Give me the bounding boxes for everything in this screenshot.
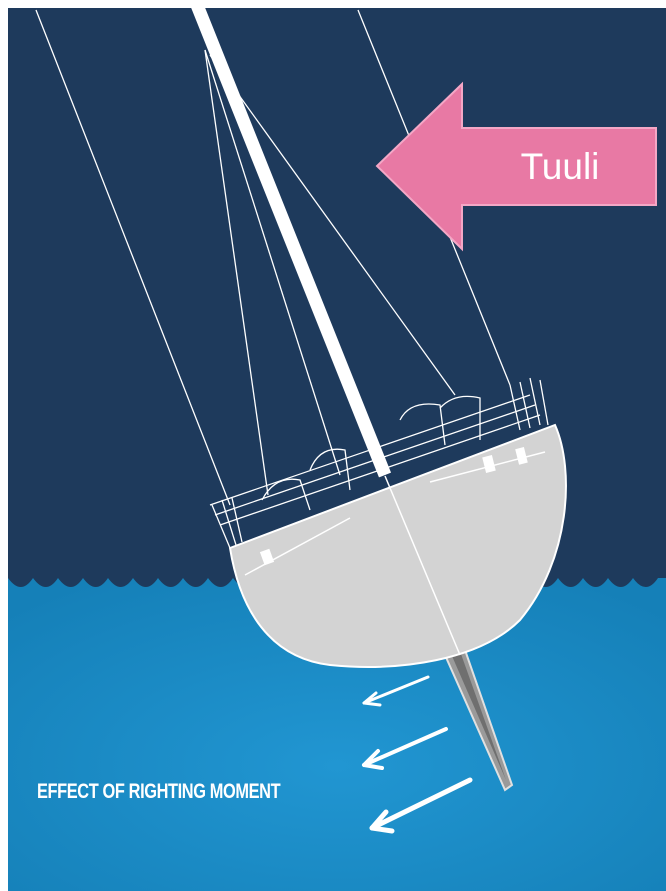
righting-force-arrows-icon [362, 675, 473, 834]
cleat [515, 447, 528, 465]
mast [188, 0, 392, 478]
cleat [482, 455, 496, 473]
deck-rails [209, 377, 549, 549]
hull [228, 423, 567, 668]
hull-centerline [384, 475, 461, 656]
wind-arrow-icon [375, 81, 657, 252]
cleat [259, 548, 275, 566]
water-surface [8, 578, 666, 891]
hull-rubrail [244, 517, 351, 576]
wind-label: Tuuli [520, 146, 600, 187]
diagram-caption: EFFECT OF RIGHTING MOMENT [37, 780, 281, 803]
keel-shade [452, 654, 506, 780]
